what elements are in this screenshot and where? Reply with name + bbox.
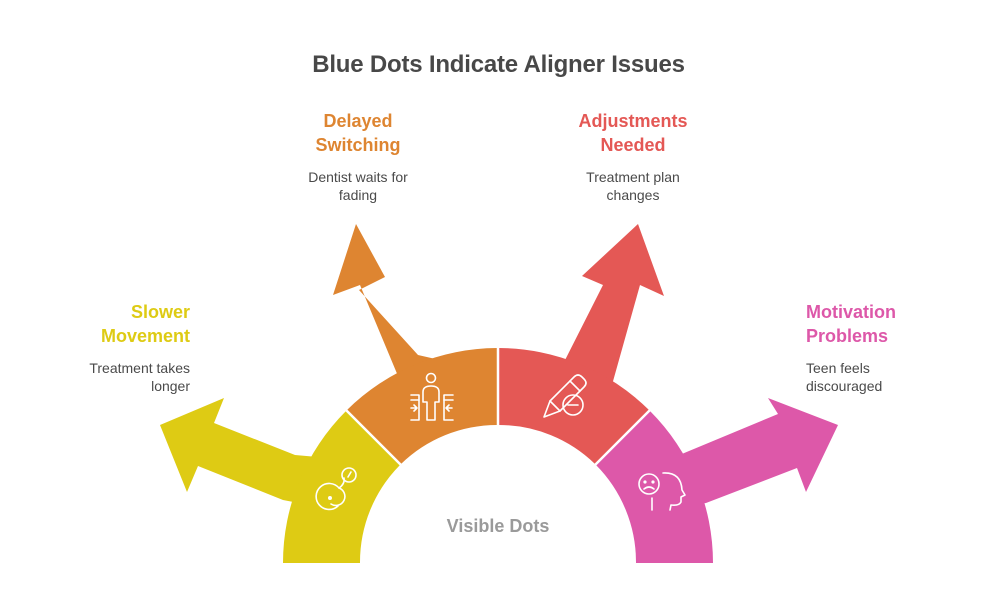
heading: Delayed Switching bbox=[258, 109, 458, 157]
description-line: discouraged bbox=[806, 378, 883, 394]
description: Treatment takes longer bbox=[0, 359, 190, 395]
snail-icon bbox=[315, 467, 357, 511]
heading: Adjustments Needed bbox=[533, 109, 733, 157]
heading-line: Motivation bbox=[806, 302, 896, 322]
heading-line: Adjustments bbox=[578, 111, 688, 131]
description-line: Treatment takes bbox=[89, 360, 190, 376]
separator bbox=[594, 409, 651, 466]
description-line: Treatment plan bbox=[586, 169, 680, 185]
heading: Motivation Problems bbox=[806, 300, 997, 348]
sad-head-icon bbox=[638, 472, 686, 511]
description-line: longer bbox=[151, 378, 190, 394]
heading-line: Problems bbox=[806, 326, 889, 346]
description-line: Dentist waits for bbox=[308, 169, 408, 185]
center-label: Visible Dots bbox=[446, 516, 550, 536]
description: Dentist waits for fading bbox=[258, 168, 458, 204]
diagram-title: Blue Dots Indicate Aligner Issues bbox=[312, 51, 685, 78]
ring-segment-adjustments-needed bbox=[499, 348, 649, 464]
label-slower-movement: Slower Movement Treatment takes longer bbox=[0, 300, 190, 395]
arrow-delayed-switching bbox=[333, 224, 440, 376]
heading-line: Slower bbox=[130, 302, 190, 322]
description-line: fading bbox=[338, 187, 378, 203]
ring-segment-delayed-switching bbox=[347, 348, 497, 464]
separator bbox=[345, 409, 402, 466]
heading-line: Delayed bbox=[323, 111, 393, 131]
arrow-adjustments-needed bbox=[560, 224, 664, 392]
person-squeeze-icon bbox=[410, 372, 454, 421]
description: Treatment plan changes bbox=[533, 168, 733, 204]
ring-segment-motivation-problems bbox=[596, 411, 713, 563]
description-line: changes bbox=[606, 187, 660, 203]
label-adjustments-needed: Adjustments Needed Treatment plan change… bbox=[533, 109, 733, 204]
pencil-minus-icon bbox=[543, 374, 587, 418]
heading-line: Needed bbox=[600, 135, 666, 155]
heading: Slower Movement bbox=[0, 300, 190, 348]
description: Teen feels discouraged bbox=[806, 359, 997, 395]
heading-line: Switching bbox=[315, 135, 401, 155]
label-delayed-switching: Delayed Switching Dentist waits for fadi… bbox=[258, 109, 458, 204]
label-motivation-problems: Motivation Problems Teen feels discourag… bbox=[806, 300, 997, 395]
heading-line: Movement bbox=[100, 326, 190, 346]
description-line: Teen feels bbox=[806, 360, 870, 376]
